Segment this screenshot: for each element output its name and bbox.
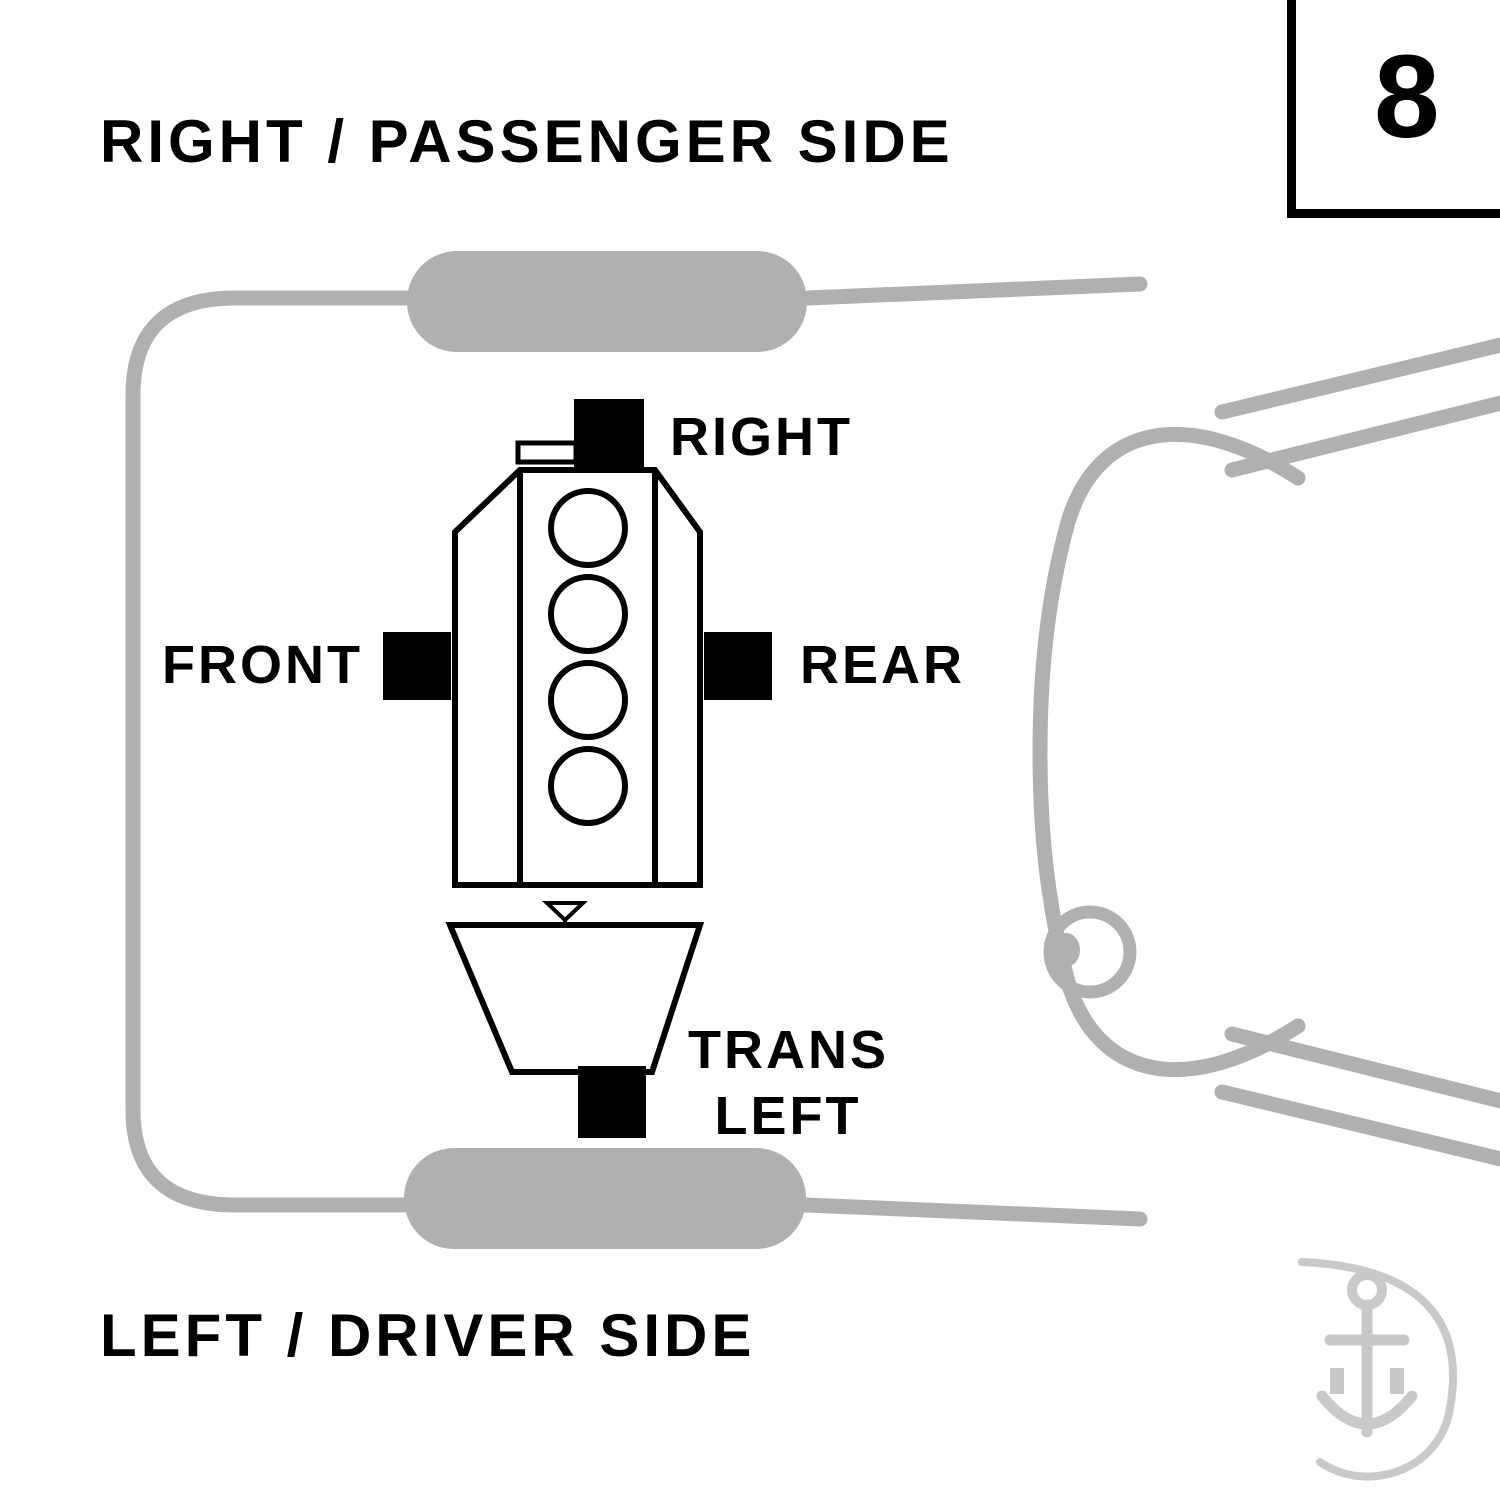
title-left-driver-side: LEFT / DRIVER SIDE xyxy=(100,1302,756,1369)
front-mount-marker xyxy=(383,632,451,700)
cylinder-2 xyxy=(548,574,628,654)
hood-line-top-2 xyxy=(1224,395,1500,478)
cowl-cap-circle xyxy=(1043,905,1137,999)
cylinder-1 xyxy=(548,488,628,568)
trans-filler-funnel xyxy=(541,901,589,923)
cylinder-4 xyxy=(548,746,628,826)
hood-line-top-1 xyxy=(1214,337,1500,420)
watermark-block-2 xyxy=(1390,1368,1404,1394)
car-body-top-line xyxy=(800,276,1148,306)
car-body-left xyxy=(125,290,416,1213)
hood-line-bottom-1 xyxy=(1224,1026,1500,1109)
watermark-block-1 xyxy=(1330,1368,1344,1394)
hood-line-bottom-2 xyxy=(1214,1084,1500,1167)
page-number-box: 8 xyxy=(1287,0,1500,218)
car-outline xyxy=(125,276,1500,1227)
trans-mount-marker xyxy=(578,1066,646,1138)
engine-pipe xyxy=(515,440,579,465)
front-mount-label: FRONT xyxy=(162,635,363,695)
anchor-watermark xyxy=(1298,1258,1457,1481)
trans-mount-label-line2: LEFT xyxy=(714,1085,862,1146)
watermark-swirl xyxy=(1298,1258,1457,1481)
wheel-bottom xyxy=(404,1148,806,1249)
engine-block xyxy=(452,467,703,888)
transmission-outline xyxy=(445,922,705,1075)
car-body-bottom-line xyxy=(798,1197,1148,1227)
watermark-anchor-arms xyxy=(1316,1390,1418,1430)
trans-mount-label: TRANS LEFT xyxy=(688,1018,888,1150)
right-mount-marker xyxy=(574,399,644,467)
trans-mount-label-line1: TRANS xyxy=(688,1020,889,1080)
windshield-arc xyxy=(1032,426,1306,1078)
page-number: 8 xyxy=(1374,31,1440,163)
rear-mount-marker xyxy=(704,632,772,700)
title-right-passenger-side: RIGHT / PASSENGER SIDE xyxy=(100,108,954,175)
wheel-top xyxy=(407,251,807,352)
cowl-cap-dot xyxy=(1052,933,1080,967)
right-mount-label: RIGHT xyxy=(670,407,853,467)
cylinder-3 xyxy=(548,660,628,740)
rear-mount-label: REAR xyxy=(800,635,966,695)
